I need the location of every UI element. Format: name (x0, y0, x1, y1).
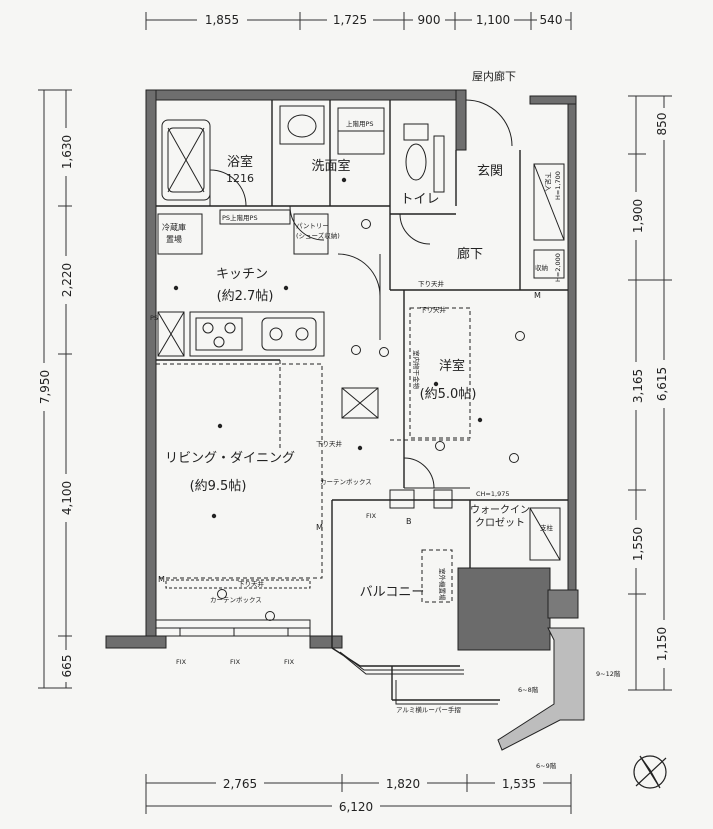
closet-shelf (529, 507, 561, 561)
dim-right-2: 1,900 (631, 199, 645, 233)
dim-right-1: 850 (655, 113, 669, 136)
label-balcony: バルコニー (360, 585, 425, 600)
fridge-pantry (157, 209, 329, 255)
ceiling-vent (341, 387, 379, 419)
label-living-size: (約9.5帖) (190, 479, 247, 494)
label-walk-in-2: クロゼット (475, 517, 525, 529)
label-bath: 浴室 (227, 154, 253, 170)
label-range-912: 9~12階 (596, 669, 621, 678)
dim-bottom-1: 2,765 (223, 777, 257, 791)
compass-icon (633, 755, 667, 789)
kitchen-counter (157, 311, 325, 357)
label-shelf: 支柱 (540, 523, 554, 532)
dim-left-3: 4,100 (60, 481, 74, 515)
label-shoe-box: 下足入 (544, 172, 552, 192)
dim-right-3: 3,165 (631, 369, 645, 403)
bathtub (161, 119, 211, 201)
dim-bottom-total: 6,120 (339, 800, 373, 814)
label-upper-floor-ps: 上階用PS (346, 119, 374, 128)
label-fix-2: FIX (230, 658, 241, 666)
dim-right-total: 6,615 (655, 367, 669, 401)
label-m-mark-2: M (158, 575, 165, 584)
dim-top-2: 1,725 (333, 13, 367, 27)
label-h2000: H=2,000 (554, 253, 562, 282)
lowered-ceiling-outlines (155, 307, 471, 603)
dim-right-5: 1,150 (655, 627, 669, 661)
dim-bottom-2: 1,820 (386, 777, 420, 791)
doors (209, 99, 513, 509)
label-kitchen-size: (約2.7帖) (217, 289, 274, 304)
label-pantry-2: (シューズ収納) (296, 231, 340, 240)
label-kitchen: キッチン (216, 267, 268, 282)
label-lowered-ceiling-window: 下り天井 (238, 579, 265, 588)
label-lowered-ceiling-hall: 下り天井 (418, 279, 445, 288)
ceiling-lights (173, 177, 483, 519)
dim-top-5: 540 (540, 13, 563, 27)
label-fridge-2: 置場 (166, 234, 182, 244)
dim-top-4: 1,100 (476, 13, 510, 27)
dim-left-total: 7,950 (38, 370, 52, 404)
label-fix-balcony: FIX (366, 512, 377, 520)
label-fridge-1: 冷蔵庫 (162, 222, 186, 232)
downlights (217, 219, 525, 621)
label-walk-in-1: ウォークイン (470, 504, 530, 516)
label-indoor-corridor: 屋内廊下 (472, 69, 516, 83)
dim-left-1: 1,630 (60, 135, 74, 169)
label-m-mark-3: M (534, 291, 541, 300)
outdoor-structure (457, 567, 585, 751)
label-ch-1975: CH=1,975 (476, 490, 509, 498)
label-m-mark-1: M (316, 523, 323, 532)
washbasin (279, 105, 325, 145)
dim-top-1: 1,855 (205, 13, 239, 27)
label-outdoor-unit: 室外機置場 (438, 568, 447, 601)
label-hallway: 廊下 (457, 246, 483, 262)
label-ps-exclusive: PS上階用PS (222, 213, 258, 222)
label-ps: PS (150, 314, 158, 322)
label-b-mark: B (406, 517, 412, 526)
dim-left-2: 2,220 (60, 263, 74, 297)
dim-right-4: 1,550 (631, 527, 645, 561)
label-toilet: トイレ (400, 192, 439, 207)
label-clothes-hanger: 室内物干金物 (412, 350, 421, 390)
shoe-box (533, 163, 565, 279)
label-western-size: (約5.0帖) (420, 387, 477, 402)
label-lowered-ceiling-living: 下り天井 (316, 439, 343, 448)
label-western-room: 洋室 (439, 358, 465, 374)
label-range-68: 6~8階 (518, 685, 539, 694)
label-curtain-box-2: カーテンボックス (210, 596, 262, 604)
label-range-69: 6~9階 (536, 761, 557, 770)
label-storage: 収納 (535, 263, 548, 272)
dim-top-3: 900 (418, 13, 441, 27)
washing-machine-place (337, 107, 385, 155)
interior-walls (156, 100, 568, 701)
dim-left-4: 665 (60, 655, 74, 678)
label-louver: アルミ横ルーパー手摺 (396, 705, 461, 714)
balcony-rail (339, 651, 498, 705)
label-living-dining: リビング・ダイニング (165, 451, 295, 466)
dim-bottom-3: 1,535 (502, 777, 536, 791)
label-fix-3: FIX (284, 658, 295, 666)
label-entrance: 玄関 (477, 164, 503, 179)
label-h1700: H=1,700 (554, 171, 562, 200)
label-curtain-box-1: カーテンボックス (320, 478, 372, 486)
living-window (155, 579, 311, 637)
label-lowered-ceiling-room: 下り天井 (420, 305, 447, 314)
label-fix-1: FIX (176, 658, 187, 666)
label-pantry-1: パントリー (296, 222, 329, 230)
label-bath-size: 1216 (226, 172, 254, 185)
label-washroom: 洗面室 (311, 158, 350, 174)
toilet-fixture (403, 123, 445, 193)
